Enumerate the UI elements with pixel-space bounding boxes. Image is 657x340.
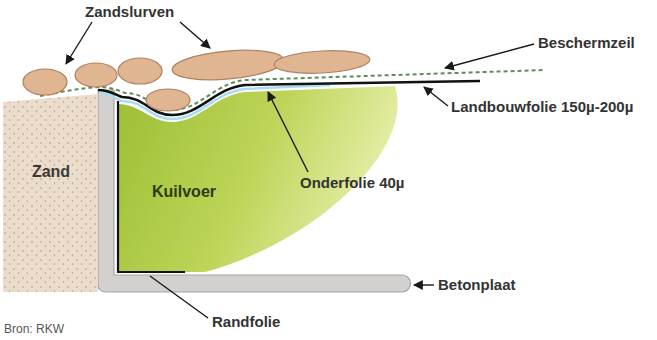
part-label: Betonplaat xyxy=(438,276,516,293)
part-label: Onderfolie 40µ xyxy=(300,174,405,191)
part-label: Zandslurven xyxy=(85,3,174,20)
part-label: Landbouwfolie 150µ-200µ xyxy=(451,98,633,115)
region-label: Zand xyxy=(32,163,70,181)
source-caption: Bron: RKW xyxy=(4,322,64,336)
sand-region: Zand xyxy=(3,96,98,292)
sand-region-outline xyxy=(3,94,98,292)
sand-bags xyxy=(23,46,371,111)
leader-arrows xyxy=(66,22,534,318)
region-label: Kuilvoer xyxy=(152,183,216,201)
agricultural-foil xyxy=(98,81,480,115)
edge-foil xyxy=(118,101,185,272)
part-label: Randfolie xyxy=(212,313,280,330)
part-label: Beschermzeil xyxy=(538,34,635,51)
under-foil xyxy=(100,85,330,119)
sand-region-shape xyxy=(3,96,98,292)
